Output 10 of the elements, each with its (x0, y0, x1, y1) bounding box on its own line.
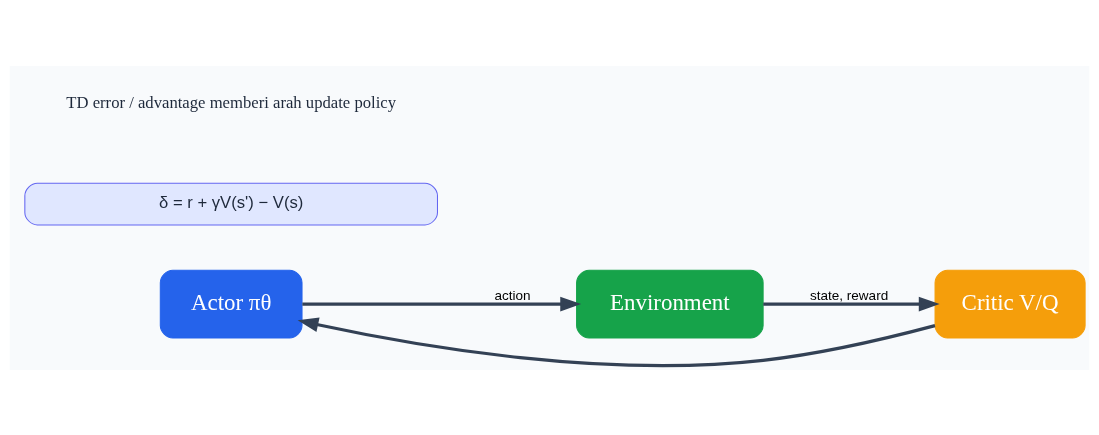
arrow (302, 296, 582, 311)
arrow (763, 296, 940, 311)
node-box: Critic V/Q (934, 269, 1086, 338)
node-box: δ = r + γV(s') − V(s) (24, 182, 438, 225)
label: TD error / advantage memberi arah update policy (66, 92, 397, 112)
arrow (297, 317, 936, 367)
edge-label: action (494, 287, 531, 303)
node-box: Environment (576, 269, 764, 338)
node-box: Actor πθ (159, 269, 303, 338)
edge-label: state, reward (809, 287, 889, 303)
